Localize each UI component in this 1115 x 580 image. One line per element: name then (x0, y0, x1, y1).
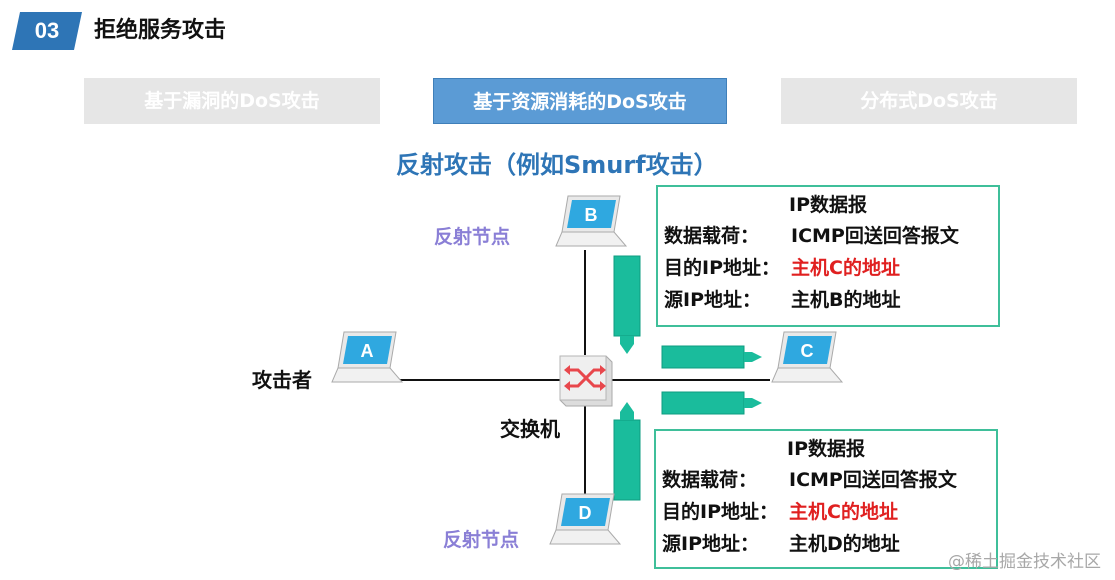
packet-field-label: 目的IP地址： (662, 501, 778, 523)
packet-row-payload: 数据载荷： ICMP回送回答报文 (658, 220, 998, 252)
packet-field-label: 目的IP地址： (664, 257, 780, 279)
packet-field-label: 数据载荷： (662, 469, 758, 491)
packet-row-payload: 数据载荷： ICMP回送回答报文 (656, 464, 996, 496)
section-title: 拒绝服务攻击 (94, 18, 227, 43)
node-d-letter: D (579, 503, 592, 523)
laptop-d-icon: D (549, 493, 622, 545)
diagram-heading: 反射攻击（例如Smurf攻击） (396, 151, 718, 179)
packet-title: IP数据报 (787, 438, 865, 460)
packet-field-value-highlight: 主机C的地址 (789, 501, 898, 523)
packet-field-label: 源IP地址： (662, 533, 759, 555)
packet-field-value: 主机D的地址 (789, 533, 900, 555)
packet-row-src-ip: 源IP地址： 主机B的地址 (658, 284, 998, 316)
laptop-c-icon: C (771, 331, 844, 383)
packet-field-label: 数据载荷： (664, 225, 760, 247)
laptop-a-icon: A (331, 331, 404, 383)
tab-vulnerability-dos[interactable]: 基于漏洞的DoS攻击 (84, 78, 380, 124)
packet-title: IP数据报 (789, 194, 867, 216)
packet-row-src-ip: 源IP地址： 主机D的地址 (656, 528, 996, 560)
arrow-right-to-c-bottom (661, 391, 762, 415)
node-c-letter: C (801, 341, 814, 361)
arrow-down-from-b (613, 255, 641, 354)
packet-field-value: ICMP回送回答报文 (789, 469, 957, 491)
arrow-up-from-d (613, 402, 641, 501)
tab-distributed-dos[interactable]: 分布式DoS攻击 (781, 78, 1077, 124)
packet-box-from-d: IP数据报 数据载荷： ICMP回送回答报文 目的IP地址： 主机C的地址 源I… (654, 429, 998, 569)
reflector-label-bottom: 反射节点 (443, 529, 520, 551)
node-a-letter: A (361, 341, 374, 361)
tab-resource-consumption-dos[interactable]: 基于资源消耗的DoS攻击 (433, 78, 727, 124)
packet-field-value: ICMP回送回答报文 (791, 225, 959, 247)
attacker-label: 攻击者 (252, 368, 312, 392)
section-number-badge: 03 (12, 12, 82, 50)
switch-label: 交换机 (500, 417, 560, 441)
packet-row-dest-ip: 目的IP地址： 主机C的地址 (656, 496, 996, 528)
laptop-b-icon: B (555, 195, 628, 247)
packet-row-dest-ip: 目的IP地址： 主机C的地址 (658, 252, 998, 284)
arrow-right-to-c-top (661, 345, 762, 369)
packet-field-label: 源IP地址： (664, 289, 761, 311)
switch-icon (559, 355, 613, 407)
packet-field-value-highlight: 主机C的地址 (791, 257, 900, 279)
watermark: @稀土掘金技术社区 (948, 552, 1101, 572)
node-b-letter: B (585, 205, 598, 225)
reflector-label-top: 反射节点 (434, 226, 511, 248)
section-number: 03 (34, 18, 60, 43)
packet-field-value: 主机B的地址 (791, 289, 901, 311)
packet-box-from-b: IP数据报 数据载荷： ICMP回送回答报文 目的IP地址： 主机C的地址 源I… (656, 185, 1000, 327)
